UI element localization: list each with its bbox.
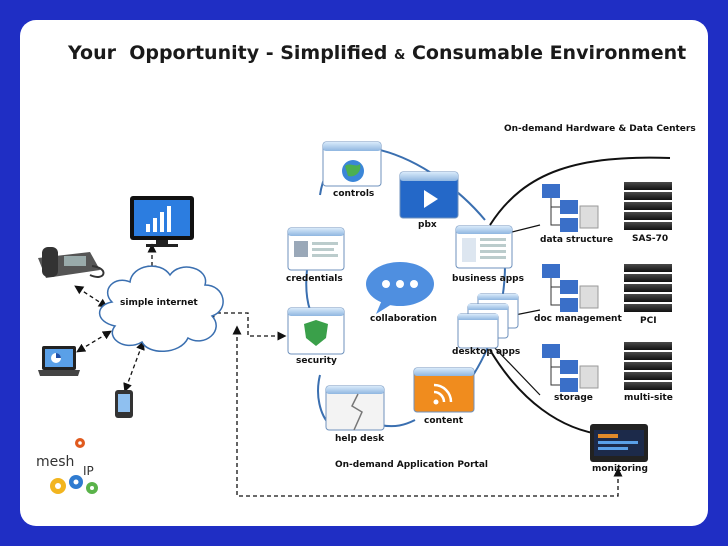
monitoring-label: monitoring — [592, 464, 648, 474]
title-ampersand: & — [394, 48, 406, 63]
business-apps-window-icon — [455, 225, 513, 269]
page-title: Your Opportunity - Simplified & Consumab… — [68, 42, 686, 64]
slide: Your Opportunity - Simplified & Consumab… — [20, 20, 708, 526]
storage-icon — [542, 344, 599, 392]
monitoring-screen-icon — [590, 424, 648, 462]
desktop-apps-window-icon — [457, 293, 519, 349]
business-apps-label: business apps — [452, 274, 524, 284]
help-desk-window-icon — [325, 385, 385, 431]
desktop-apps-label: desktop apps — [452, 347, 521, 357]
security-label: security — [296, 356, 337, 366]
title-part-1: Your Opportunity - Simplified — [68, 42, 395, 64]
help-desk-label: help desk — [335, 434, 385, 444]
multi-site-label: multi-site — [624, 393, 673, 403]
dashed-connectors — [74, 243, 623, 497]
desk-phone-icon — [38, 247, 105, 278]
ondemand-hardware-label: On-demand Hardware & Data Centers — [504, 124, 696, 134]
credentials-window-icon — [287, 227, 345, 271]
credentials-label: credentials — [286, 274, 343, 284]
desktop-monitor-icon — [130, 196, 194, 247]
logo-ip-text: IP — [83, 464, 94, 478]
multi-site-server-icon — [624, 342, 672, 390]
simple-internet-label: simple internet — [120, 298, 198, 308]
sas70-server-icon — [624, 182, 672, 230]
title-part-2: Consumable Environment — [405, 42, 687, 64]
controls-label: controls — [333, 189, 375, 199]
collaboration-bubble-icon — [366, 262, 434, 314]
collaboration-label: collaboration — [370, 314, 437, 324]
internet-cloud — [98, 265, 224, 353]
doc-management-label: doc management — [534, 314, 622, 324]
logo-text: mesh — [36, 454, 75, 470]
content-label: content — [424, 416, 464, 426]
content-window-icon — [413, 367, 475, 413]
sas70-label: SAS-70 — [632, 234, 669, 244]
data-structure-label: data structure — [540, 235, 614, 245]
pci-label: PCI — [640, 316, 657, 326]
storage-label: storage — [554, 393, 593, 403]
ondemand-portal-label: On-demand Application Portal — [335, 460, 488, 470]
smartphone-icon — [115, 390, 133, 418]
laptop-icon — [38, 346, 80, 376]
data-structure-icon — [542, 184, 599, 232]
pbx-window-icon — [399, 171, 459, 219]
doc-management-icon — [542, 264, 599, 312]
security-window-icon — [287, 307, 345, 355]
meship-gears-logo — [50, 438, 98, 494]
diagram-art — [38, 141, 672, 497]
pci-server-icon — [624, 264, 672, 312]
controls-window-icon — [322, 141, 382, 187]
pbx-label: pbx — [418, 220, 437, 230]
